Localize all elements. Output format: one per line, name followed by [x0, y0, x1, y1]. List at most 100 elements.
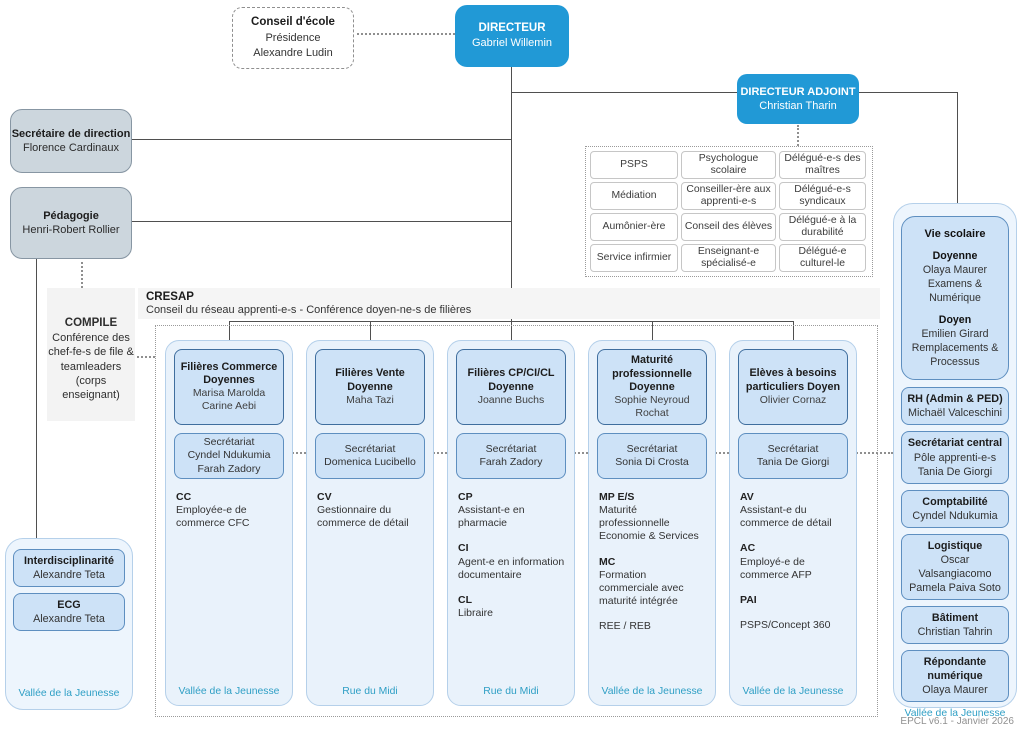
- secretaire-title: Secrétaire de direction: [11, 127, 131, 140]
- program-label: Agent-e en information documentaire: [458, 555, 565, 581]
- program-label: Assistant-e en pharmacie: [458, 504, 525, 530]
- connector-drop-col5: [793, 321, 794, 340]
- logistique-box: Logistique Oscar Valsangiacomo Pamela Pa…: [901, 533, 1009, 600]
- sidebar-box-line: Michaël Valceschini: [907, 407, 1002, 420]
- left-bottom-container: Interdisciplinarité Alexandre Teta ECG A…: [5, 538, 133, 710]
- directeur-box: DIRECTEUR Gabriel Willemin: [455, 5, 569, 67]
- program-label: Libraire: [458, 606, 494, 619]
- program-code: CV: [317, 491, 332, 503]
- service-cell: Médiation: [590, 182, 678, 210]
- rh-box: RH (Admin & PED) Michaël Valceschini: [901, 387, 1009, 426]
- service-cell: Délégué-e à la durabilité: [779, 213, 866, 241]
- vie-role2: Doyen: [938, 314, 972, 327]
- secretariat-name: Tania De Giorgi: [756, 456, 830, 468]
- service-cell: Service infirmier: [590, 244, 678, 272]
- column-header: Maturité professionnelle Doyenne Sophie …: [597, 349, 707, 425]
- connector-drop-col2: [370, 321, 371, 340]
- sidebar-location: Vallée de la Jeunesse: [904, 707, 1006, 719]
- interdisciplinarite-box: Interdisciplinarité Alexandre Teta: [13, 549, 125, 588]
- services-grid: PSPS Psychologue scolaire Délégué-e-s de…: [585, 146, 873, 277]
- program-label: Maturité professionnelle Economie & Serv…: [599, 504, 699, 543]
- program-label: Gestionnaire du commerce de détail: [317, 504, 409, 530]
- sidebar-box-line: Pôle apprenti-e-s: [913, 451, 997, 464]
- column-filieres-commerce: Filières Commerce Doyennes Marisa Marold…: [165, 340, 293, 706]
- program-code: PAI: [740, 593, 757, 606]
- program-item: CV Gestionnaire du commerce de détail: [317, 491, 425, 530]
- sidebar-box-line: Tania De Giorgi: [917, 465, 993, 478]
- program-item: AV Assistant-e du commerce de détail: [740, 491, 848, 530]
- secretariat-box: Secrétariat Farah Zadory: [456, 433, 566, 479]
- program-item: MC Formation commerciale avec maturité i…: [599, 556, 707, 609]
- program-item: AC Employé-e de commerce AFP: [740, 542, 848, 581]
- ecg-name: Alexandre Teta: [33, 613, 105, 626]
- vie-detail2: Remplacements & Processus: [911, 341, 999, 368]
- secretariat-title: Secrétariat: [485, 442, 537, 455]
- column-location: Vallée de la Jeunesse: [178, 686, 280, 697]
- directeur-name: Gabriel Willemin: [471, 37, 553, 50]
- column-header-title: Filières Commerce Doyennes: [180, 361, 278, 387]
- service-cell: Conseiller-ère aux apprenti-e-s: [681, 182, 776, 210]
- service-cell: Psychologue scolaire: [681, 151, 776, 179]
- conseil-title: Conseil d'école: [251, 16, 335, 29]
- sidebar-box-line: Christian Tahrin: [917, 625, 993, 638]
- connector-directeur-down: [511, 67, 512, 340]
- connector-directeur-adjoint: [511, 92, 737, 93]
- connector-pedagogie: [130, 221, 511, 222]
- program-label: Employée-e de commerce CFC: [176, 504, 250, 530]
- secretariat-name: Sonia Di Crosta: [615, 456, 689, 468]
- connector-drop-col1: [229, 321, 230, 340]
- sidebar-box-title: Comptabilité: [922, 495, 988, 508]
- connector-adjoint-services: [797, 125, 799, 146]
- program-label: PSPS/Concept 360: [740, 618, 831, 631]
- program-item: CL Libraire: [458, 594, 566, 620]
- conseil-ecole-box: Conseil d'école Présidence Alexandre Lud…: [232, 7, 354, 69]
- secretariat-title: Secrétariat: [626, 442, 678, 455]
- secretariat-name: Farah Zadory: [479, 456, 543, 468]
- vie-name2: Emilien Girard: [921, 328, 989, 341]
- column-body: CP Assistant-e en pharmacie CI Agent-e e…: [456, 491, 566, 632]
- column-header-name: Joanne Buchs: [477, 393, 545, 406]
- pedagogie-box: Pédagogie Henri-Robert Rollier: [10, 187, 132, 259]
- conseil-line3: Alexandre Ludin: [253, 46, 333, 59]
- program-code: MC: [599, 555, 616, 568]
- connector-conseil-directeur: [352, 33, 455, 35]
- connector-sec-5-sidebar: [849, 452, 893, 454]
- connector-pedagogie-down: [36, 257, 37, 538]
- column-header-title: Filières Vente Doyenne: [335, 367, 405, 393]
- program-code: CI: [458, 542, 469, 555]
- conseil-line2: Présidence: [265, 31, 321, 44]
- program-code: CP: [458, 491, 473, 503]
- program-label: Employé-e de commerce AFP: [740, 555, 812, 581]
- secretariat-name: Cyndel Ndukumia: [187, 449, 271, 462]
- program-item: REE / REB: [599, 620, 707, 633]
- secretariat-box: Secrétariat Cyndel Ndukumia Farah Zadory: [174, 433, 284, 479]
- sidebar-box-line: Oscar Valsangiacomo: [918, 553, 992, 580]
- connector-adjoint-sidebar-h: [859, 92, 957, 93]
- secretariat-title: Secrétariat: [344, 442, 396, 455]
- secretariat-title: Secrétariat: [767, 442, 819, 455]
- column-location: Vallée de la Jeunesse: [742, 686, 844, 697]
- secretaire-name: Florence Cardinaux: [23, 142, 119, 154]
- service-cell: Aumônier-ère: [590, 213, 678, 241]
- secretariat-name: Farah Zadory: [197, 462, 261, 475]
- service-cell: Enseignant-e spécialisé-e: [681, 244, 776, 272]
- sidebar-box-title: RH (Admin & PED): [907, 393, 1003, 406]
- connector-pedagogie-compile: [81, 257, 83, 288]
- sidebar-box-line: Olaya Maurer: [922, 683, 988, 696]
- column-location: Rue du Midi: [342, 686, 398, 697]
- program-item: PSPS/Concept 360: [740, 619, 848, 632]
- connector-sec-4-5: [708, 452, 737, 454]
- connector-columns-bracket: [229, 321, 793, 322]
- column-body: MP E/S Maturité professionnelle Economie…: [597, 491, 707, 645]
- compile-box: COMPILE Conférence des chef-fe-s de file…: [47, 288, 135, 421]
- program-code: AV: [740, 491, 754, 503]
- column-header-title: Filières CP/CI/CL Doyenne: [467, 367, 555, 393]
- vie-name1: Olaya Maurer: [922, 264, 988, 277]
- vie-role1: Doyenne: [932, 250, 978, 263]
- column-header: Filières Commerce Doyennes Marisa Marold…: [174, 349, 284, 425]
- directeur-title: DIRECTEUR: [478, 22, 546, 35]
- pedagogie-title: Pédagogie: [43, 209, 99, 222]
- connector-sec-1-2: [285, 452, 314, 454]
- service-cell: PSPS: [590, 151, 678, 179]
